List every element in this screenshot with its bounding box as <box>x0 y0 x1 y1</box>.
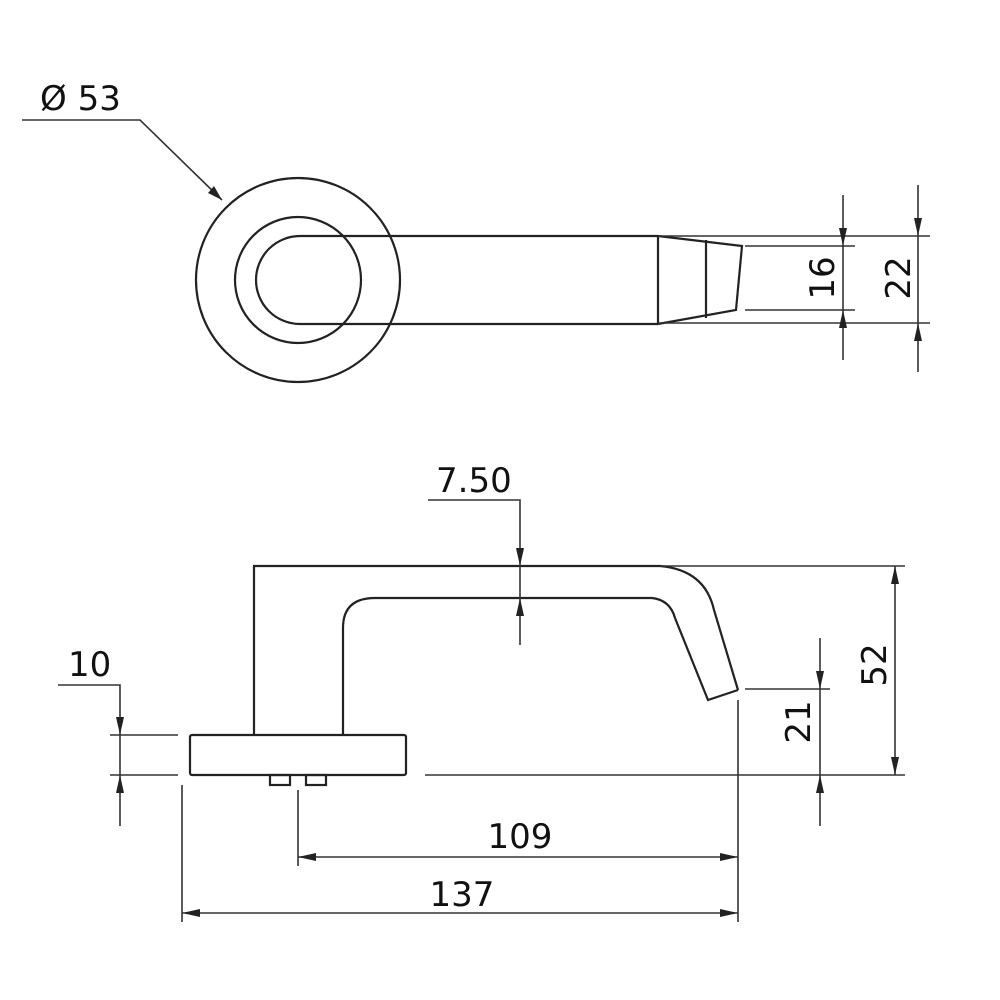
dim-16-arrow-bottom <box>839 310 847 328</box>
dim-750-arrow-top <box>516 548 524 566</box>
top-view: Ø 53 16 22 <box>22 79 930 384</box>
lever-tip-top <box>657 234 744 326</box>
dim-22-arrow-top <box>914 218 922 236</box>
lever-inner-profile <box>341 596 739 735</box>
dim-10-arrow-top <box>116 717 124 735</box>
diameter-arrow <box>208 186 222 200</box>
dim-52-label: 52 <box>855 643 895 686</box>
dim-22-arrow-bottom <box>914 323 922 341</box>
dim-137-arrow-right <box>720 909 738 917</box>
lever-body-top <box>254 234 658 326</box>
dim-750-label: 7.50 <box>436 461 512 501</box>
dim-137-label: 137 <box>430 875 495 915</box>
dim-16-label: 16 <box>803 256 843 299</box>
rose-outer-circle <box>194 176 402 384</box>
dim-21-label: 21 <box>779 700 819 743</box>
dim-109-arrow-left <box>298 853 316 861</box>
dim-10-label: 10 <box>68 645 111 685</box>
dim-52-arrow-bottom <box>891 757 899 775</box>
diameter-leader <box>22 119 223 201</box>
dim-109-label: 109 <box>488 817 553 857</box>
dim-137-arrow-left <box>182 909 200 917</box>
dim-21-arrow-top <box>816 671 824 689</box>
rose-inner-circle <box>233 215 363 345</box>
diameter-label: Ø 53 <box>40 79 121 119</box>
dim-52-arrow-top <box>891 566 899 584</box>
rose-plate <box>188 733 408 777</box>
dim-10-arrow-bottom <box>116 775 124 793</box>
side-view: 7.50 10 52 21 109 137 <box>58 461 905 922</box>
dim-22-label: 22 <box>879 256 919 299</box>
screw-left <box>268 773 292 787</box>
dim-21-arrow-bottom <box>816 775 824 793</box>
dim-750-arrow-bottom <box>516 598 524 616</box>
dim-109-arrow-right <box>720 853 738 861</box>
dim-10-leader <box>58 684 121 826</box>
dim-16-arrow-top <box>839 228 847 246</box>
screw-right <box>304 773 328 787</box>
lever-outer-profile <box>252 564 740 735</box>
dim-750-leader <box>428 499 521 645</box>
